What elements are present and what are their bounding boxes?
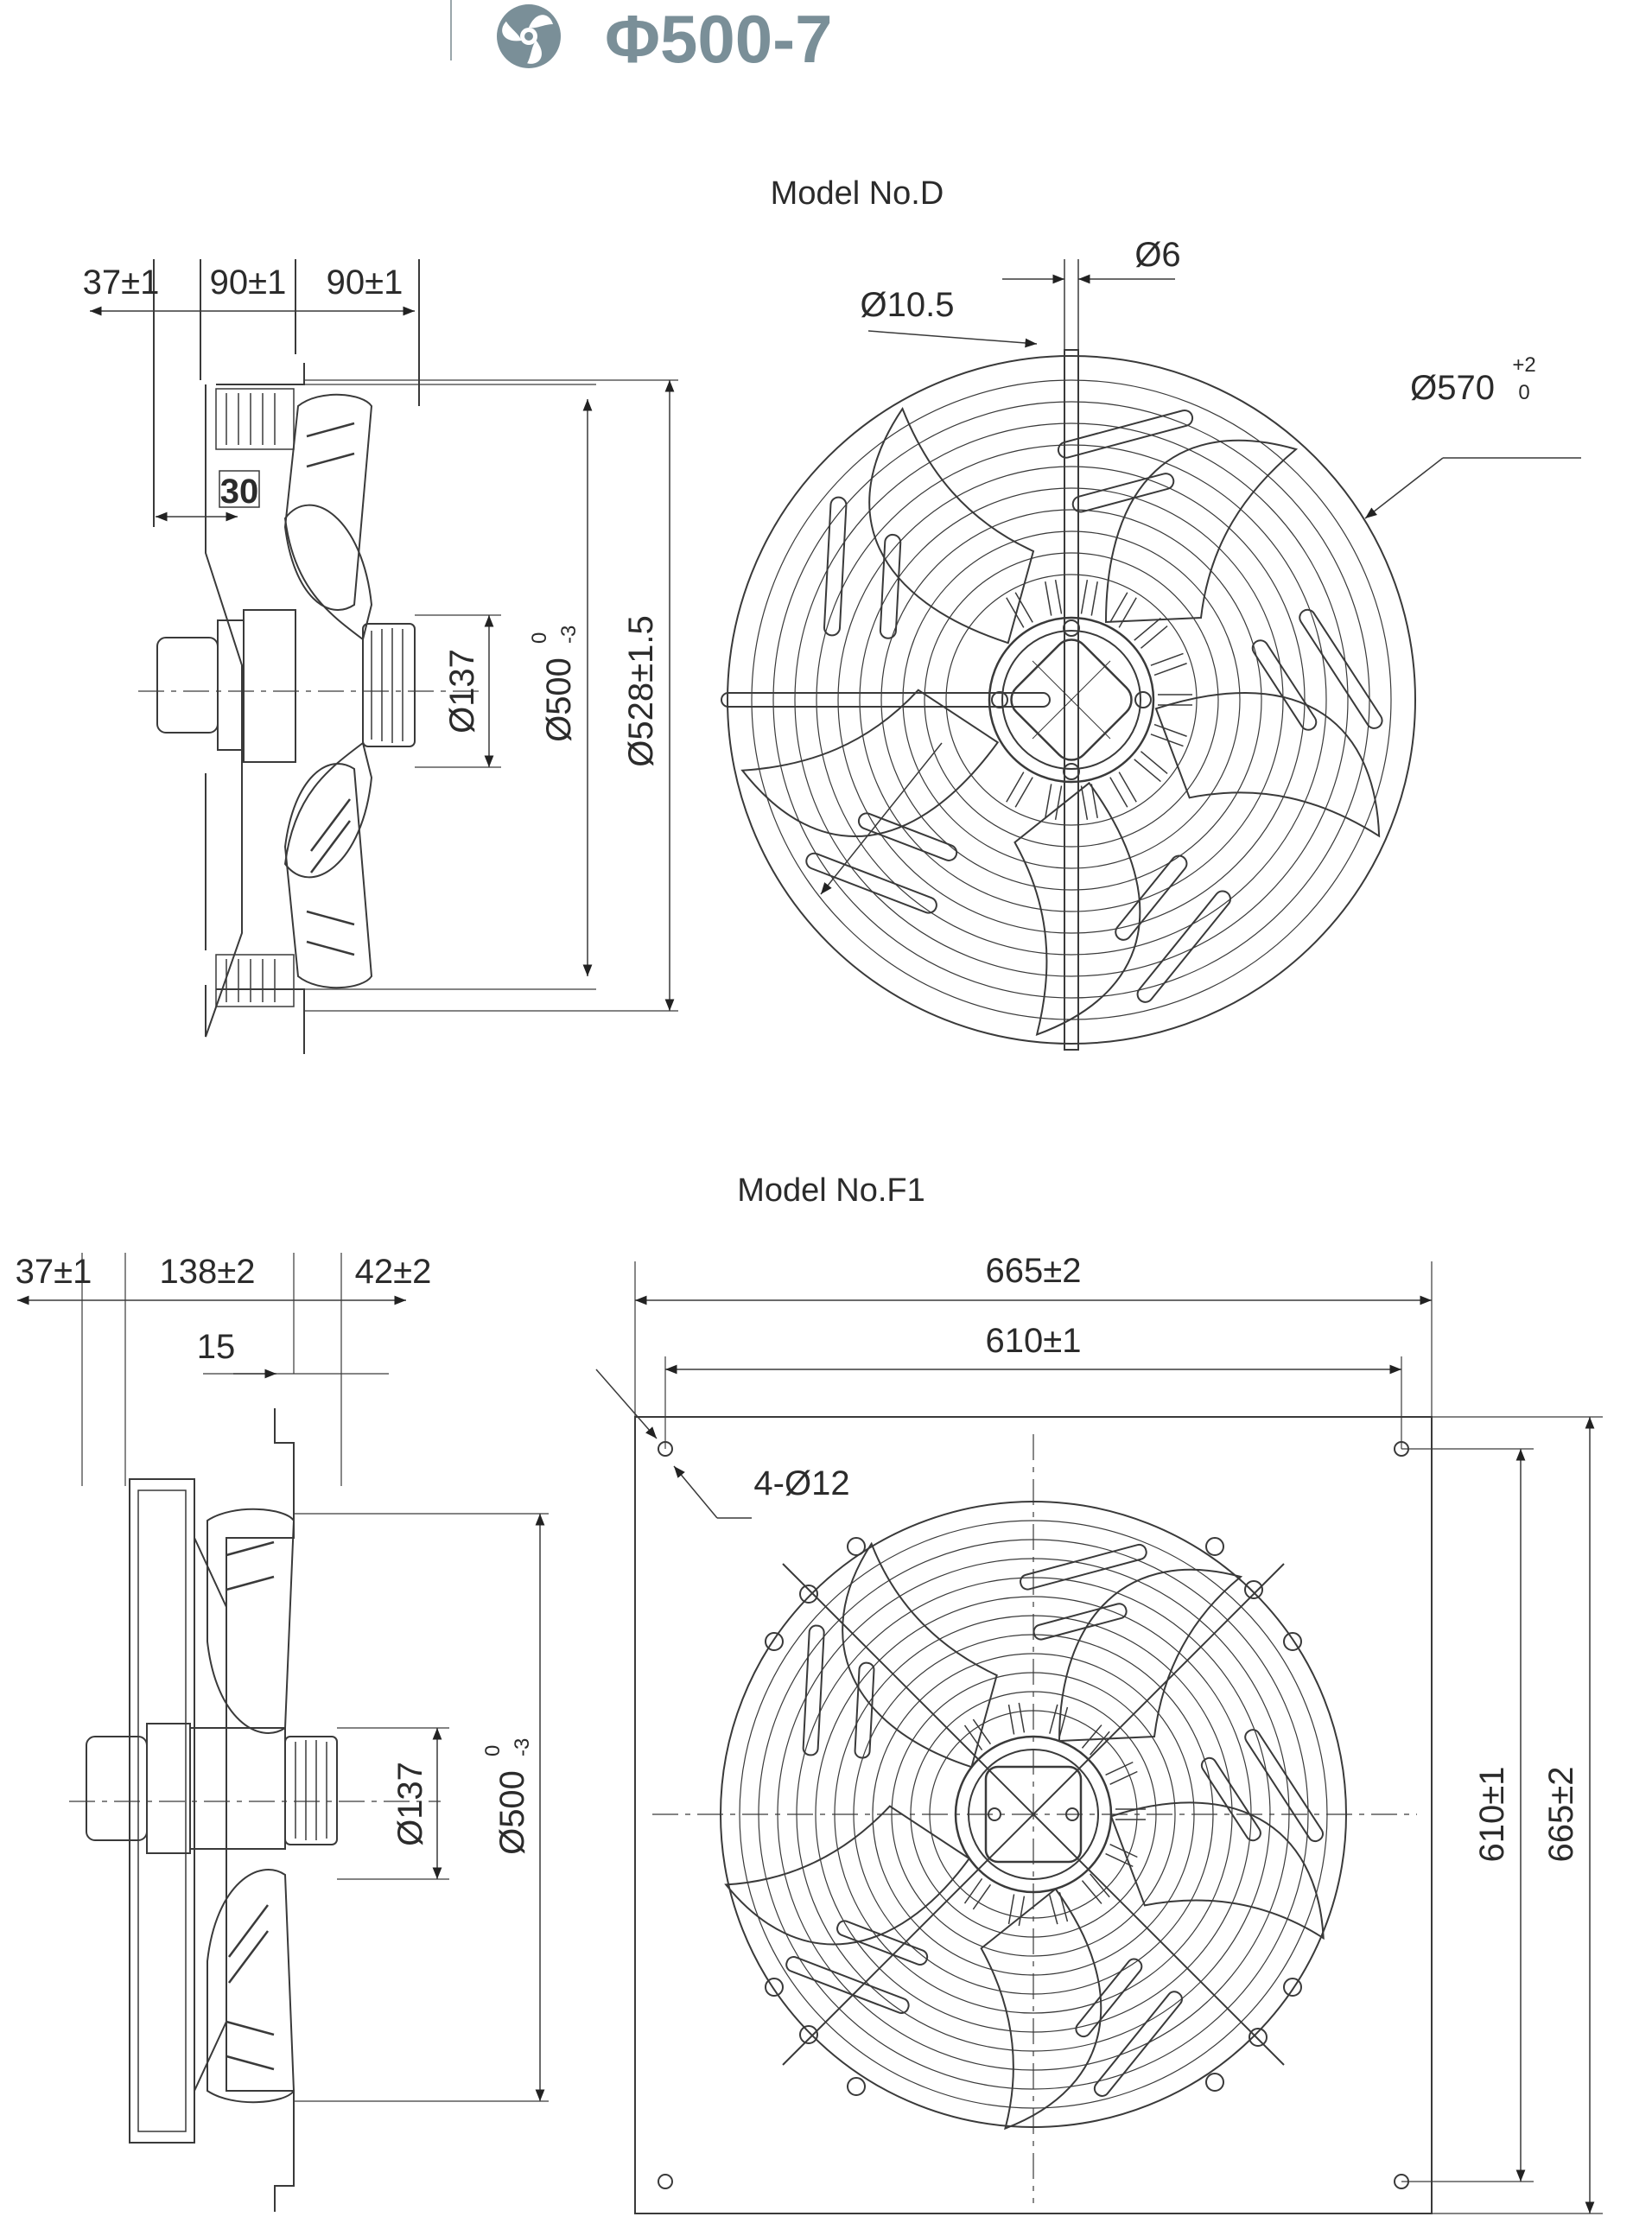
model-f1-dim-holes: 4-Ø12 (753, 1464, 849, 1502)
model-d-dim-bolt: Ø10.5 (861, 286, 955, 324)
model-f1-dim-a: 37±1 (16, 1253, 92, 1291)
model-d-dim-blade-tol-bottom: -3 (557, 626, 581, 644)
model-d-dim-outer: Ø528±1.5 (622, 615, 660, 766)
model-f1-dim-hub: Ø137 (391, 1762, 429, 1846)
model-d-front-view (717, 349, 1581, 1069)
model-d-section: Model No.D (83, 175, 1581, 1069)
model-f1-dim-inner-height: 610±1 (1473, 1767, 1511, 1863)
model-f1-dim-inner: 15 (197, 1328, 236, 1366)
model-f1-dim-outer-height: 665±2 (1542, 1767, 1580, 1863)
model-d-dim-c: 90±1 (327, 264, 403, 302)
model-d-dim-guard: Ø570 (1410, 369, 1495, 407)
model-f1-dim-outer-width: 665±2 (986, 1252, 1082, 1290)
model-d-dim-blade-tol-top: 0 (528, 632, 551, 644)
model-f1-dim-blade-tol-top: 0 (481, 1745, 505, 1756)
model-d-dim-b: 90±1 (210, 264, 287, 302)
model-f1-dim-c: 42±2 (355, 1253, 432, 1291)
model-f1-side-view (17, 1253, 549, 2212)
model-f1-title: Model No.F1 (737, 1172, 925, 1209)
model-d-dim-guard-tol-bottom: 0 (1518, 381, 1529, 404)
model-f1-dim-inner-width: 610±1 (986, 1322, 1082, 1360)
model-d-dim-a: 37±1 (83, 264, 160, 302)
fan-logo-icon (497, 4, 561, 68)
model-f1-dim-blade-tol-bottom: -3 (511, 1738, 534, 1756)
model-d-dim-wire: Ø6 (1134, 236, 1180, 274)
mount-hole (658, 2174, 673, 2189)
model-d-dim-inner: 30 (220, 473, 259, 511)
model-d-side-view (90, 259, 678, 1054)
model-d-dim-guard-tol-top: +2 (1512, 353, 1535, 377)
header: Φ500-7 (450, 0, 833, 77)
model-d-dim-hub: Ø137 (443, 649, 481, 734)
model-f1-dim-blade: Ø500 (493, 1770, 531, 1855)
page-title: Φ500-7 (605, 1, 833, 77)
model-f1-front-view: 665±2 610±1 4-Ø12 610±1 665±2 (595, 1252, 1603, 2214)
model-f1-section: Model No.F1 (16, 1172, 1603, 2214)
model-f1-dim-b: 138±2 (160, 1253, 256, 1291)
model-d-title: Model No.D (771, 175, 944, 212)
model-d-dim-blade: Ø500 (540, 657, 578, 742)
